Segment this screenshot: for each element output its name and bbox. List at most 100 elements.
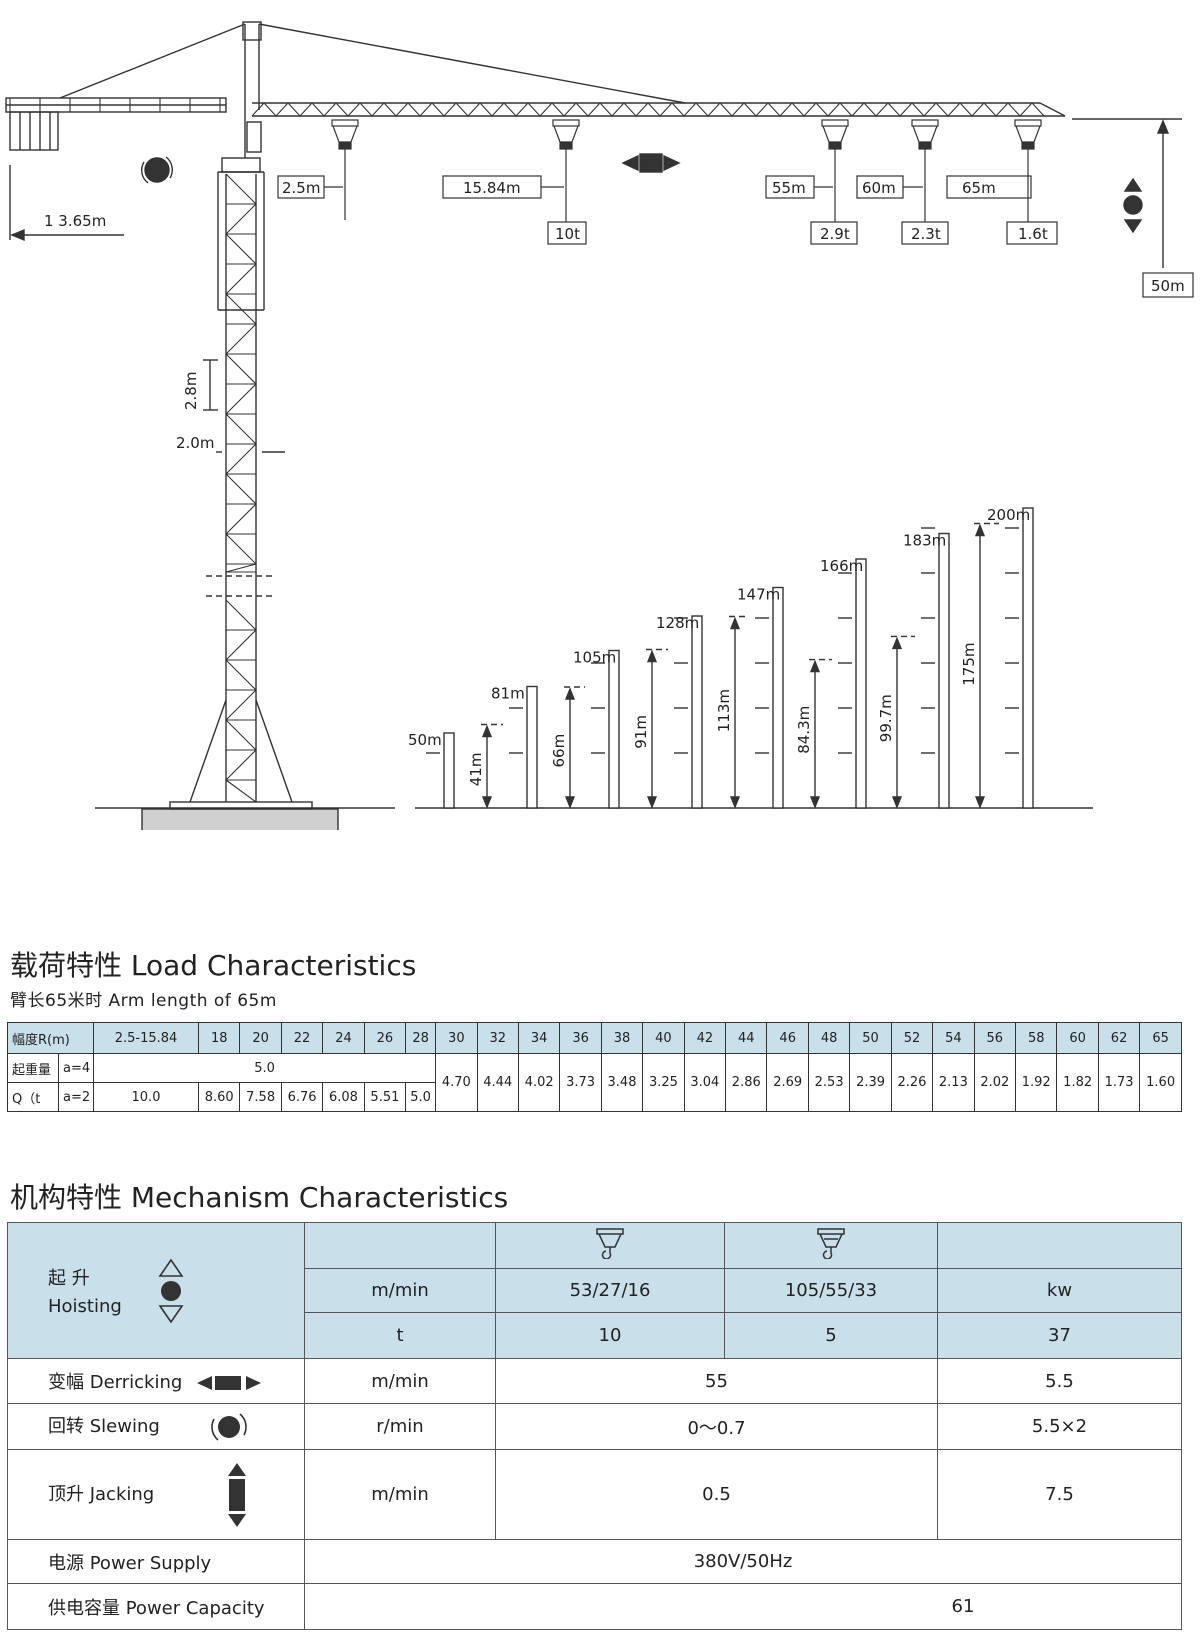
radius-cell: 62 [1097,1022,1141,1054]
radius-cell: 30 [435,1022,478,1054]
tower-height-label: 166m [820,557,863,575]
tower-height-bar [938,532,950,809]
capacity-cell: 3.25 [642,1053,685,1112]
load-label: 2.3t [911,225,941,243]
tower-height-bar [855,558,867,809]
jacking-cell: 顶升 Jacking [7,1449,305,1540]
load-label: 2.9t [820,225,850,243]
load-label: 10t [555,225,580,243]
a4-value: 5.0 [92,1053,437,1083]
radius-cell: 22 [280,1022,324,1054]
radius-cell: 40 [642,1022,685,1054]
tie-height-label: 113m [715,689,733,732]
capacity-cell: 1.60 [1139,1053,1182,1112]
derricking-icon [197,1376,262,1390]
power-capacity-value: 61 [304,1583,1182,1630]
radius-cell: 32 [476,1022,519,1054]
distance-label: 55m [772,179,806,197]
radius-cell: 2.5-15.84 [93,1022,199,1054]
radius-cell: 24 [322,1022,365,1054]
radius-cell: 56 [973,1022,1017,1054]
slewing-value: 0～0.7 [495,1403,938,1450]
crane-diagram: 2.5m 15.84m 55m 60m 65m 10t 2.9t 2.3t 1.… [5,21,1194,830]
hook-double-icon [724,1222,938,1269]
tower-height-label: 105m [573,649,616,667]
kw-header: kw [937,1268,1182,1313]
capacity-cell: 2.13 [932,1053,975,1112]
capacity-cell: 2.39 [849,1053,892,1112]
radius-cell: 36 [559,1022,602,1054]
jacking-label: 顶升 Jacking [48,1483,155,1505]
hoist-speed-unit: m/min [304,1268,496,1313]
capacity-cell: 2.26 [890,1053,934,1112]
tower-height-label: 147m [737,586,780,604]
tie-height-label: 66m [550,734,568,768]
section-height-label: 2.8m [182,372,200,410]
capacity-cell: 8.60 [197,1082,241,1112]
tower-height-bar [608,649,620,809]
tie-height-label: 41m [467,753,485,787]
derricking-label: 变幅 Derricking [48,1372,183,1393]
capacity-cell: 1.73 [1097,1053,1141,1112]
slewing-icon [210,1412,247,1441]
slewing-cell: 回转 Slewing [7,1403,305,1450]
distance-label: 15.84m [463,179,521,197]
mast-width-label: 2.0m [176,434,214,452]
jacking-unit: m/min [304,1449,496,1540]
jacking-value: 0.5 [495,1449,938,1540]
radius-cell: 65 [1139,1022,1182,1054]
capacity-cell: 5.0 [405,1082,437,1112]
hoisting-cn: 起 升 [48,1268,90,1289]
mech-title: 机构特性 Mechanism Characteristics [10,1181,509,1214]
hoist-load-1: 10 [495,1312,725,1359]
derricking-kw: 5.5 [937,1358,1182,1404]
power-supply-label: 电源 Power Supply [7,1539,305,1584]
capacity-cell: 2.02 [973,1053,1017,1112]
slewing-kw: 5.5×2 [937,1403,1182,1450]
derricking-value: 55 [495,1358,938,1404]
capacity-cell: 4.70 [435,1053,478,1112]
capacity-cell: 3.48 [600,1053,644,1112]
radius-cell: 48 [807,1022,851,1054]
hoisting-icon [158,1258,184,1323]
radius-cell: 26 [363,1022,407,1054]
jacking-kw: 7.5 [937,1449,1182,1540]
radius-cell: 28 [405,1022,437,1054]
tower-height-bar [691,615,703,809]
hoist-speed-1: 53/27/16 [495,1268,725,1313]
radius-cell: 18 [197,1022,241,1054]
derricking-cell: 变幅 Derricking [7,1358,305,1404]
hook-height-label: 50m [1151,277,1185,295]
mechanism-table: 起 升 Hoisting m/min 53/27/16 105/55/33 kw… [7,1222,1182,1630]
radius-cell: 34 [517,1022,561,1054]
hoist-load-unit: t [304,1312,496,1359]
capacity-cell: 1.82 [1056,1053,1099,1112]
radius-cell: 50 [849,1022,892,1054]
hoist-speed-2: 105/55/33 [724,1268,938,1313]
tower-height-label: 128m [656,614,699,632]
capacity-cell: 2.86 [725,1053,768,1112]
capacity-cell: 3.04 [683,1053,727,1112]
radius-cell: 42 [683,1022,727,1054]
radius-cell: 60 [1056,1022,1099,1054]
tower-height-label: 183m [903,532,946,550]
radius-cell: 44 [725,1022,768,1054]
tie-height-label: 84.3m [795,706,813,754]
radius-cell: 52 [890,1022,934,1054]
hoisting-en: Hoisting [48,1296,122,1317]
tower-height-label: 81m [491,685,525,703]
tie-height-label: 99.7m [877,694,895,742]
slewing-label: 回转 Slewing [48,1415,160,1437]
hoist-load-2: 5 [724,1312,938,1359]
load-subtitle: 臂长65米时 Arm length of 65m [10,991,277,1011]
tower-height-label: 50m [408,731,442,749]
distance-label: 60m [862,179,896,197]
radius-cell: 54 [932,1022,975,1054]
capacity-cell: 6.08 [322,1082,365,1112]
distance-label: 65m [962,179,996,197]
capacity-cell: 5.51 [363,1082,407,1112]
tie-height-label: 175m [960,643,978,686]
capacity-cell: 2.69 [766,1053,809,1112]
derricking-unit: m/min [304,1358,496,1404]
